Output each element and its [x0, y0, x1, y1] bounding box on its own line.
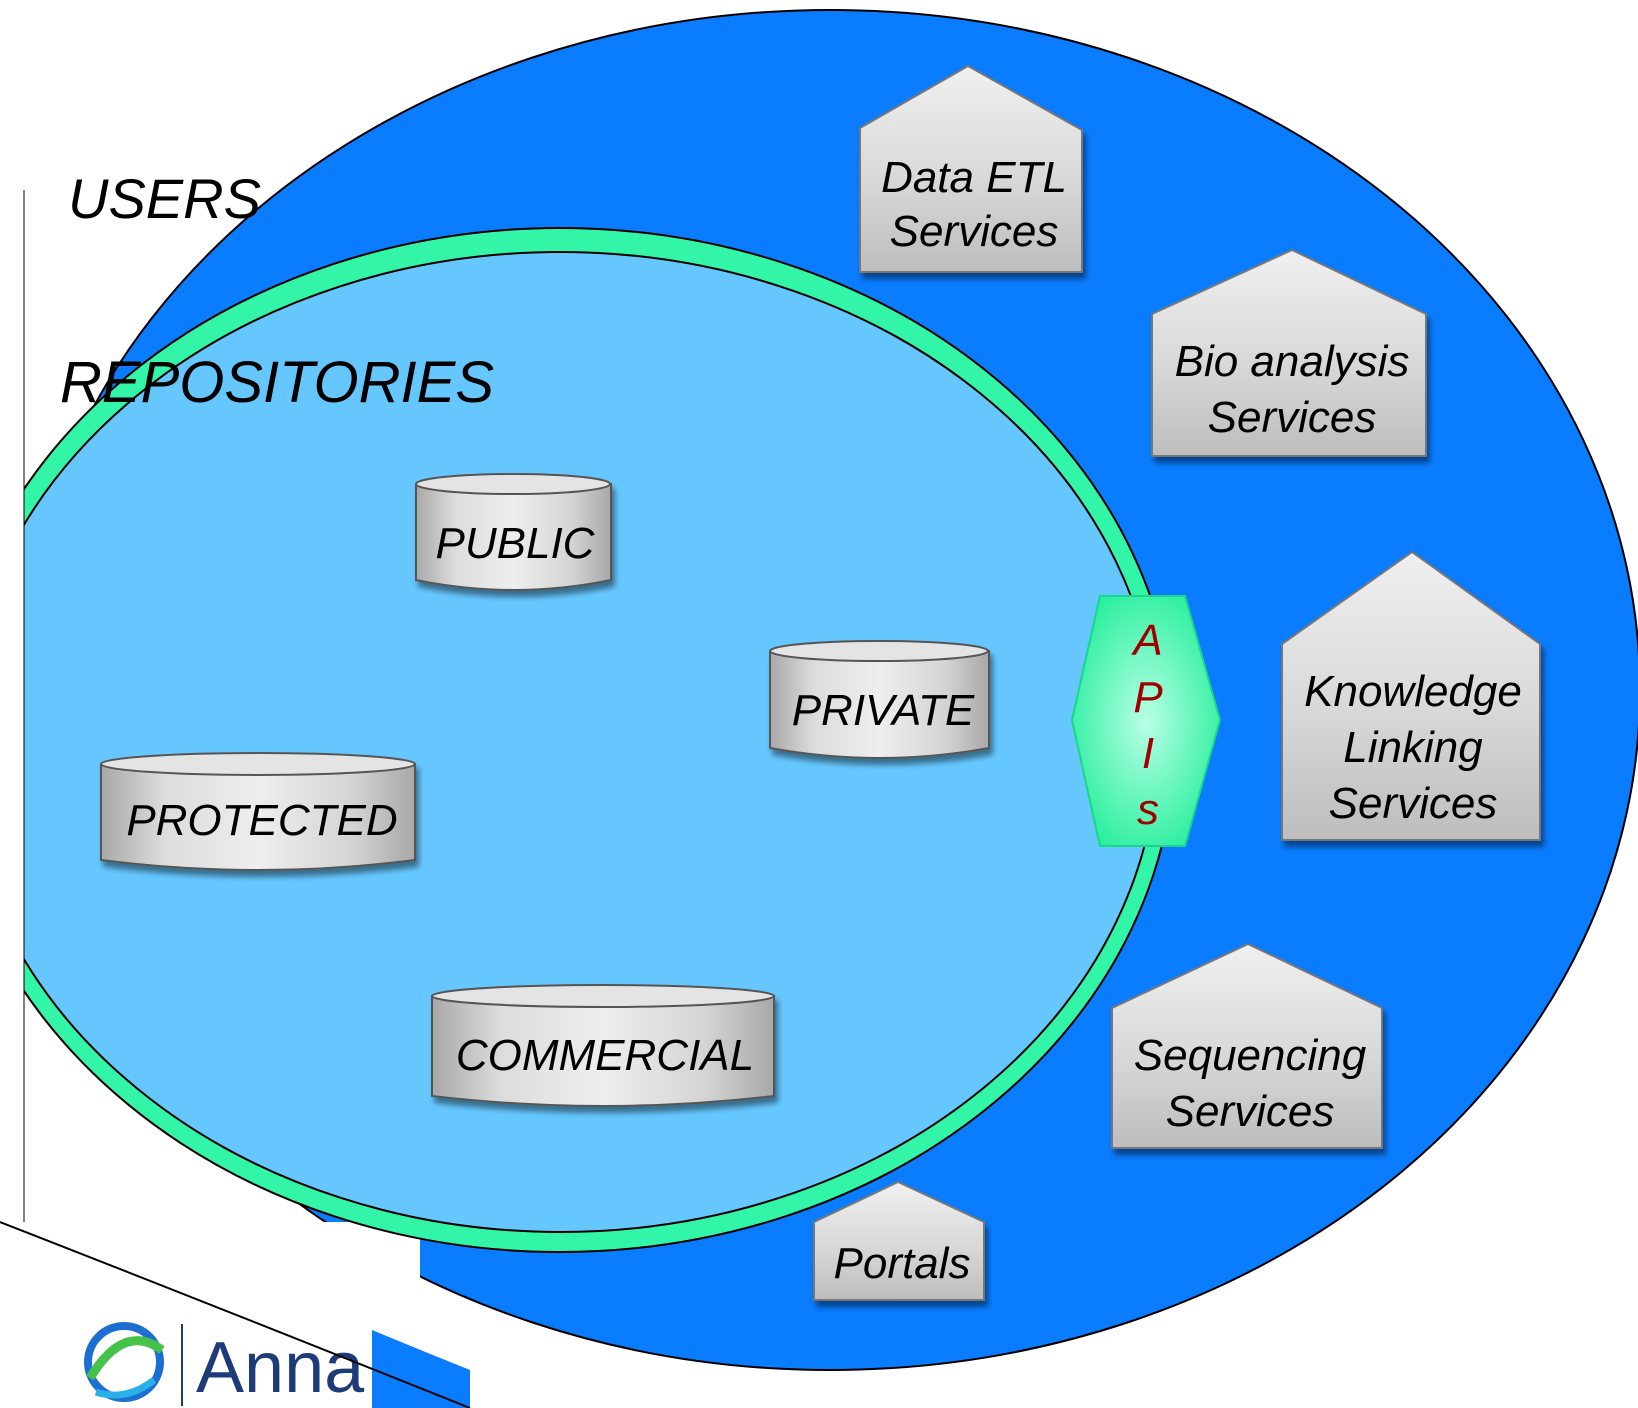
repo-protected-label: PROTECTED — [126, 796, 397, 845]
service-knowledge-linking-shape — [1281, 550, 1541, 841]
apis-letter-a: A — [1130, 616, 1162, 665]
repo-public-top — [415, 473, 611, 495]
repo-private[interactable]: PRIVATE — [769, 640, 990, 759]
apis-connector[interactable]: A P I s — [1070, 595, 1222, 847]
service-sequencing-line2: Services — [1166, 1087, 1335, 1136]
repo-protected-body — [100, 763, 416, 871]
repo-public[interactable]: PUBLIC — [415, 473, 612, 591]
repo-public-body — [415, 483, 612, 591]
repo-public-label: PUBLIC — [436, 519, 596, 568]
users-region-edge — [0, 1221, 471, 1408]
service-portals[interactable]: Portals — [813, 1180, 985, 1301]
service-data-etl[interactable]: Data ETL Services — [859, 64, 1083, 273]
service-bio-analysis-line1: Bio analysis — [1175, 337, 1410, 386]
service-knowledge-linking-line1: Knowledge — [1304, 667, 1522, 716]
repo-commercial[interactable]: COMMERCIAL — [431, 984, 775, 1107]
repo-private-body — [769, 650, 990, 759]
users-label: USERS — [68, 167, 261, 230]
apis-letter-p: P — [1133, 673, 1163, 722]
annai-logo: Anna — [84, 1322, 365, 1408]
repo-private-top — [769, 640, 989, 662]
repo-protected-top — [100, 752, 416, 776]
repo-commercial-top — [431, 984, 775, 1008]
service-portals-line1: Portals — [834, 1239, 971, 1288]
apis-letter-s: s — [1137, 785, 1159, 834]
service-bio-analysis-line2: Services — [1208, 393, 1377, 442]
service-bio-analysis[interactable]: Bio analysis Services — [1151, 248, 1427, 457]
left-margin-cover-2 — [0, 0, 24, 1408]
service-data-etl-line1: Data ETL — [881, 153, 1067, 202]
service-knowledge-linking[interactable]: Knowledge Linking Services — [1281, 550, 1541, 841]
service-portals-shape — [813, 1180, 985, 1301]
service-knowledge-linking-line3: Services — [1329, 779, 1498, 828]
service-data-etl-shape — [859, 64, 1083, 273]
repo-protected[interactable]: PROTECTED — [100, 752, 416, 871]
repo-private-label: PRIVATE — [792, 686, 975, 735]
users-region-overlap — [372, 1330, 470, 1408]
service-sequencing-shape — [1111, 942, 1383, 1149]
service-sequencing[interactable]: Sequencing Services — [1111, 942, 1383, 1149]
service-bio-analysis-shape — [1151, 248, 1427, 457]
service-sequencing-line1: Sequencing — [1134, 1031, 1367, 1080]
annai-logo-icon — [84, 1322, 165, 1402]
service-knowledge-linking-line2: Linking — [1343, 723, 1483, 772]
apis-letter-i: I — [1142, 729, 1154, 778]
annai-logo-text: Anna — [196, 1328, 365, 1408]
service-data-etl-line2: Services — [890, 207, 1059, 256]
lower-left-curve — [0, 1222, 470, 1408]
apis-hexagon — [1070, 595, 1222, 847]
repositories-label: REPOSITORIES — [60, 350, 494, 415]
repo-commercial-label: COMMERCIAL — [456, 1031, 754, 1080]
repo-commercial-body — [431, 995, 775, 1107]
